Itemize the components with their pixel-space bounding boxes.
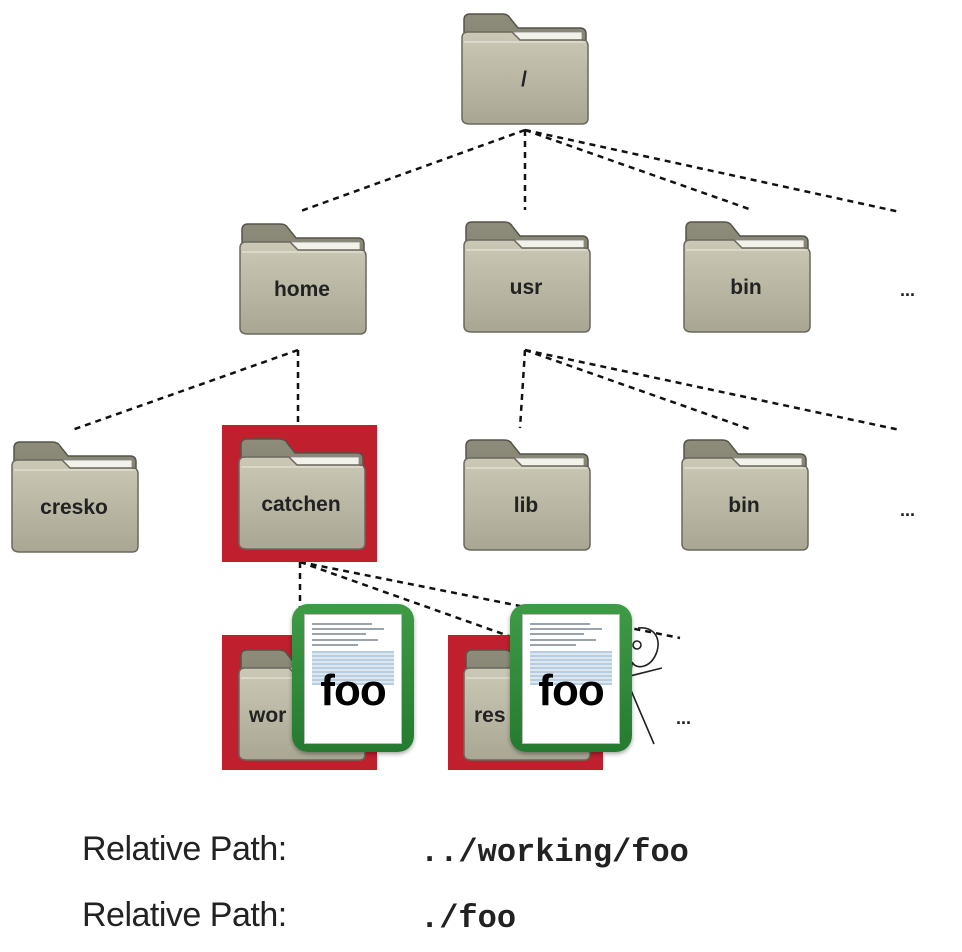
folder-root[interactable]: / (460, 12, 589, 125)
level1-ellipsis: ... (900, 280, 916, 300)
level2-ellipsis: ... (900, 500, 916, 520)
file-foo-working-label: foo (320, 666, 386, 715)
relative-path-value-1: ../working/foo (420, 834, 689, 871)
folder-home[interactable]: home (238, 222, 367, 335)
file-foo-results[interactable]: foo (510, 604, 632, 752)
folder-results-label: res (474, 704, 506, 727)
folder-working-label: wor (249, 704, 287, 727)
relative-path-label-2: Relative Path: (82, 896, 287, 934)
edge-usr-lib (518, 349, 527, 429)
folder-usr-bin-label: bin (728, 494, 760, 517)
folder-catchen[interactable]: catchen (237, 437, 366, 550)
folder-cresko[interactable]: cresko (10, 440, 139, 553)
folder-bin-label: bin (730, 276, 762, 299)
edge-root-home (297, 128, 526, 214)
folder-bin[interactable]: bin (682, 220, 811, 333)
folder-icon (461, 13, 589, 125)
folder-icon (681, 439, 809, 551)
folder-usr-label: usr (509, 276, 543, 299)
edge-catchen-results (299, 560, 521, 642)
folder-icon (239, 223, 367, 335)
folder-root-label: / (521, 68, 527, 91)
edge-usr-more (524, 348, 901, 432)
file-foo-results-label: foo (538, 666, 604, 715)
edge-home-cresko (71, 348, 299, 432)
folder-lib[interactable]: lib (462, 438, 591, 551)
folder-icon (11, 441, 139, 553)
folder-cresko-label: cresko (40, 496, 108, 519)
document-icon (304, 614, 402, 744)
folder-catchen-label: catchen (261, 493, 341, 516)
folder-working[interactable]: wor (237, 648, 366, 761)
folder-home-label: home (273, 278, 330, 301)
edge-root-more (524, 128, 901, 214)
relative-path-value-2: ./foo (420, 900, 517, 937)
document-icon (522, 614, 620, 744)
folder-icon (463, 221, 591, 333)
folder-usr-bin[interactable]: bin (680, 438, 809, 551)
folder-icon (463, 439, 591, 551)
folder-icon (238, 438, 366, 550)
edge-root-bin (524, 128, 753, 212)
file-foo-working[interactable]: foo (292, 604, 414, 752)
folder-lib-label: lib (513, 494, 539, 517)
folder-results[interactable]: res (462, 648, 591, 761)
relative-path-label-1: Relative Path: (82, 830, 287, 868)
edge-usr-bin (524, 348, 753, 432)
folder-usr[interactable]: usr (462, 220, 591, 333)
folder-icon (683, 221, 811, 333)
level3-ellipsis: ... (676, 708, 692, 728)
